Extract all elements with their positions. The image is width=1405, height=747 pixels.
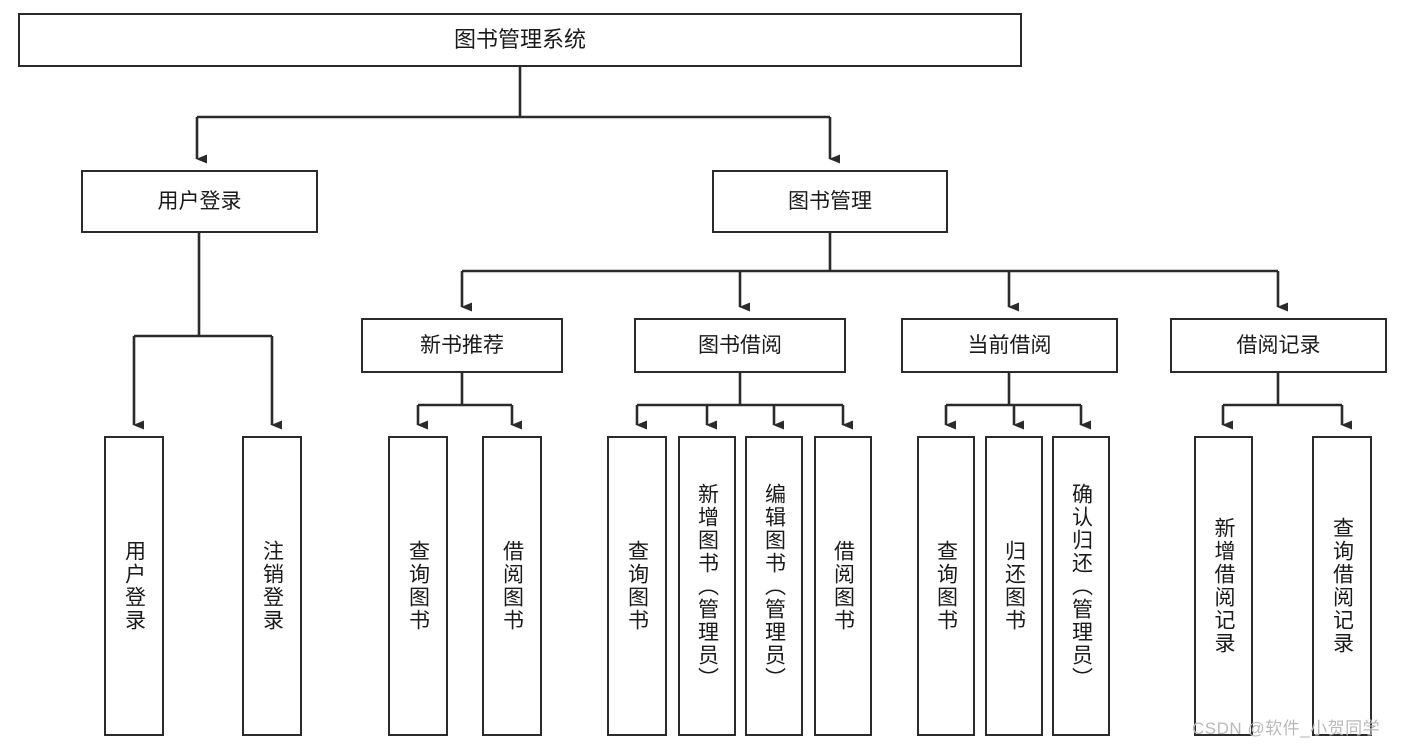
csdn-watermark: CSDN @软件_小贺同学: [1192, 719, 1381, 738]
node-root-label: 图书管理系统: [453, 27, 586, 53]
leaf-user-login[interactable]: 用户登录: [104, 436, 164, 736]
edge-user-login-to-leaves: [132, 233, 282, 430]
leaf-logout-label: 注销登录: [260, 540, 284, 632]
leaf-query-borrow-record-label: 查询借阅记录: [1330, 517, 1354, 655]
leaf-confirm-return-label: 确认归还（管理员）: [1069, 482, 1093, 690]
node-book-borrow[interactable]: 图书借阅: [634, 318, 846, 373]
node-root[interactable]: 图书管理系统: [18, 13, 1022, 67]
leaf-add-borrow-record-label: 新增借阅记录: [1212, 517, 1235, 655]
leaf-return-book-label: 归还图书: [1002, 540, 1026, 632]
leaf-query-book-1[interactable]: 查询图书: [388, 436, 448, 736]
leaf-logout[interactable]: 注销登录: [242, 436, 302, 736]
leaf-query-book-2-label: 查询图书: [625, 540, 649, 632]
leaf-borrow-book-1[interactable]: 借阅图书: [482, 436, 542, 736]
leaf-add-book[interactable]: 新增图书（管理员）: [678, 436, 736, 736]
node-new-book-recommend-label: 新书推荐: [420, 333, 504, 357]
leaf-borrow-book-2[interactable]: 借阅图书: [814, 436, 872, 736]
leaf-return-book[interactable]: 归还图书: [985, 436, 1043, 736]
leaf-user-login-label: 用户登录: [122, 540, 146, 632]
node-book-borrow-label: 图书借阅: [698, 333, 782, 357]
leaf-borrow-book-2-label: 借阅图书: [831, 540, 855, 632]
node-user-login[interactable]: 用户登录: [81, 170, 318, 233]
node-borrow-record-label: 借阅记录: [1236, 333, 1321, 357]
node-user-login-label: 用户登录: [157, 189, 242, 213]
edge-root-to-level2: [195, 67, 840, 164]
node-book-management-label: 图书管理: [788, 189, 872, 213]
leaf-add-book-label: 新增图书（管理员）: [695, 482, 719, 690]
leaf-query-book-3[interactable]: 查询图书: [917, 436, 975, 736]
leaf-query-book-3-label: 查询图书: [934, 540, 958, 632]
leaf-query-book-2[interactable]: 查询图书: [607, 436, 667, 736]
leaf-add-borrow-record[interactable]: 新增借阅记录: [1194, 436, 1253, 736]
leaf-confirm-return[interactable]: 确认归还（管理员）: [1052, 436, 1110, 736]
node-current-borrow[interactable]: 当前借阅: [901, 318, 1118, 373]
leaf-query-book-1-label: 查询图书: [406, 540, 430, 632]
leaf-edit-book-label: 编辑图书（管理员）: [762, 482, 786, 690]
node-new-book-recommend[interactable]: 新书推荐: [361, 318, 563, 373]
leaf-query-borrow-record[interactable]: 查询借阅记录: [1312, 436, 1372, 736]
edge-book-manage-to-level3: [460, 233, 1288, 312]
node-book-management[interactable]: 图书管理: [712, 170, 948, 233]
leaf-edit-book[interactable]: 编辑图书（管理员）: [745, 436, 803, 736]
node-current-borrow-label: 当前借阅: [967, 333, 1052, 357]
edge-new-book-rec-to-leaves: [416, 373, 522, 430]
edge-book-borrow-to-leaves: [635, 373, 853, 430]
node-borrow-record[interactable]: 借阅记录: [1170, 318, 1387, 373]
edge-current-borrow-to-leaves: [944, 373, 1091, 430]
edge-borrow-record-to-leaves: [1221, 373, 1352, 430]
leaf-borrow-book-1-label: 借阅图书: [500, 540, 524, 632]
